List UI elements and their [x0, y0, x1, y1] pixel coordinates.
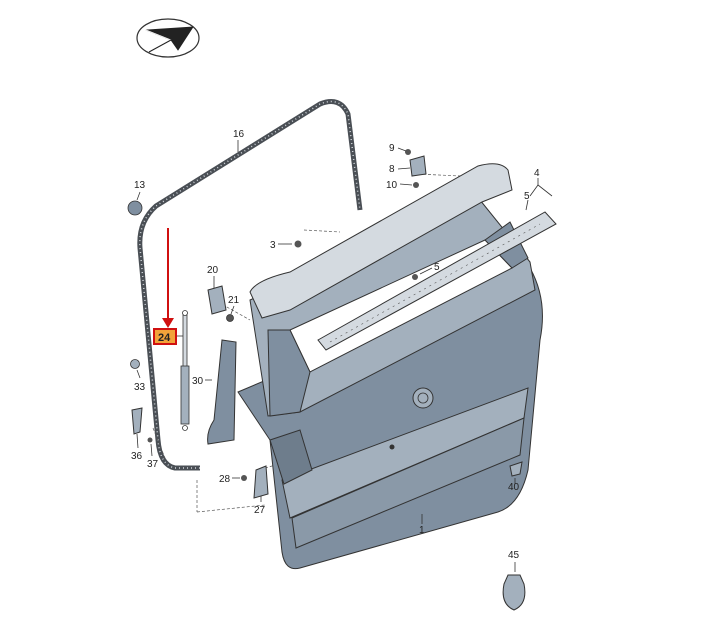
tailgate-panel: [237, 163, 543, 570]
label-20: 20: [207, 265, 219, 276]
label-16: 16: [233, 129, 245, 140]
label-5-lower: 5: [434, 262, 440, 273]
label-24: 24: [158, 332, 171, 344]
gas-strut: [180, 310, 190, 431]
label-33: 33: [134, 382, 146, 393]
side-trim-panel: [207, 339, 237, 445]
paper-plane-logo-icon: [136, 18, 200, 58]
label-3: 3: [270, 240, 276, 251]
label-37: 37: [147, 459, 159, 470]
rubber-stop: [130, 359, 140, 369]
label-10: 10: [386, 180, 398, 191]
bracket: [131, 407, 143, 435]
grommet: [127, 200, 143, 216]
label-30: 30: [192, 376, 204, 387]
label-5-upper: 5: [524, 191, 530, 202]
protective-cap: [502, 574, 526, 611]
label-1: 1: [419, 525, 425, 536]
hinge: [207, 285, 227, 315]
highlight-arrowhead: [162, 318, 174, 328]
label-40: 40: [508, 482, 520, 493]
label-9: 9: [389, 143, 395, 154]
lock-bracket: [409, 155, 427, 177]
highlight-box: [153, 328, 177, 345]
label-45: 45: [508, 550, 520, 561]
label-8: 8: [389, 164, 395, 175]
label-27: 27: [254, 505, 266, 516]
label-36: 36: [131, 451, 143, 462]
striker: [253, 465, 269, 499]
label-13: 13: [134, 180, 146, 191]
label-4: 4: [534, 168, 540, 179]
label-21: 21: [228, 295, 240, 306]
label-28: 28: [219, 474, 231, 485]
